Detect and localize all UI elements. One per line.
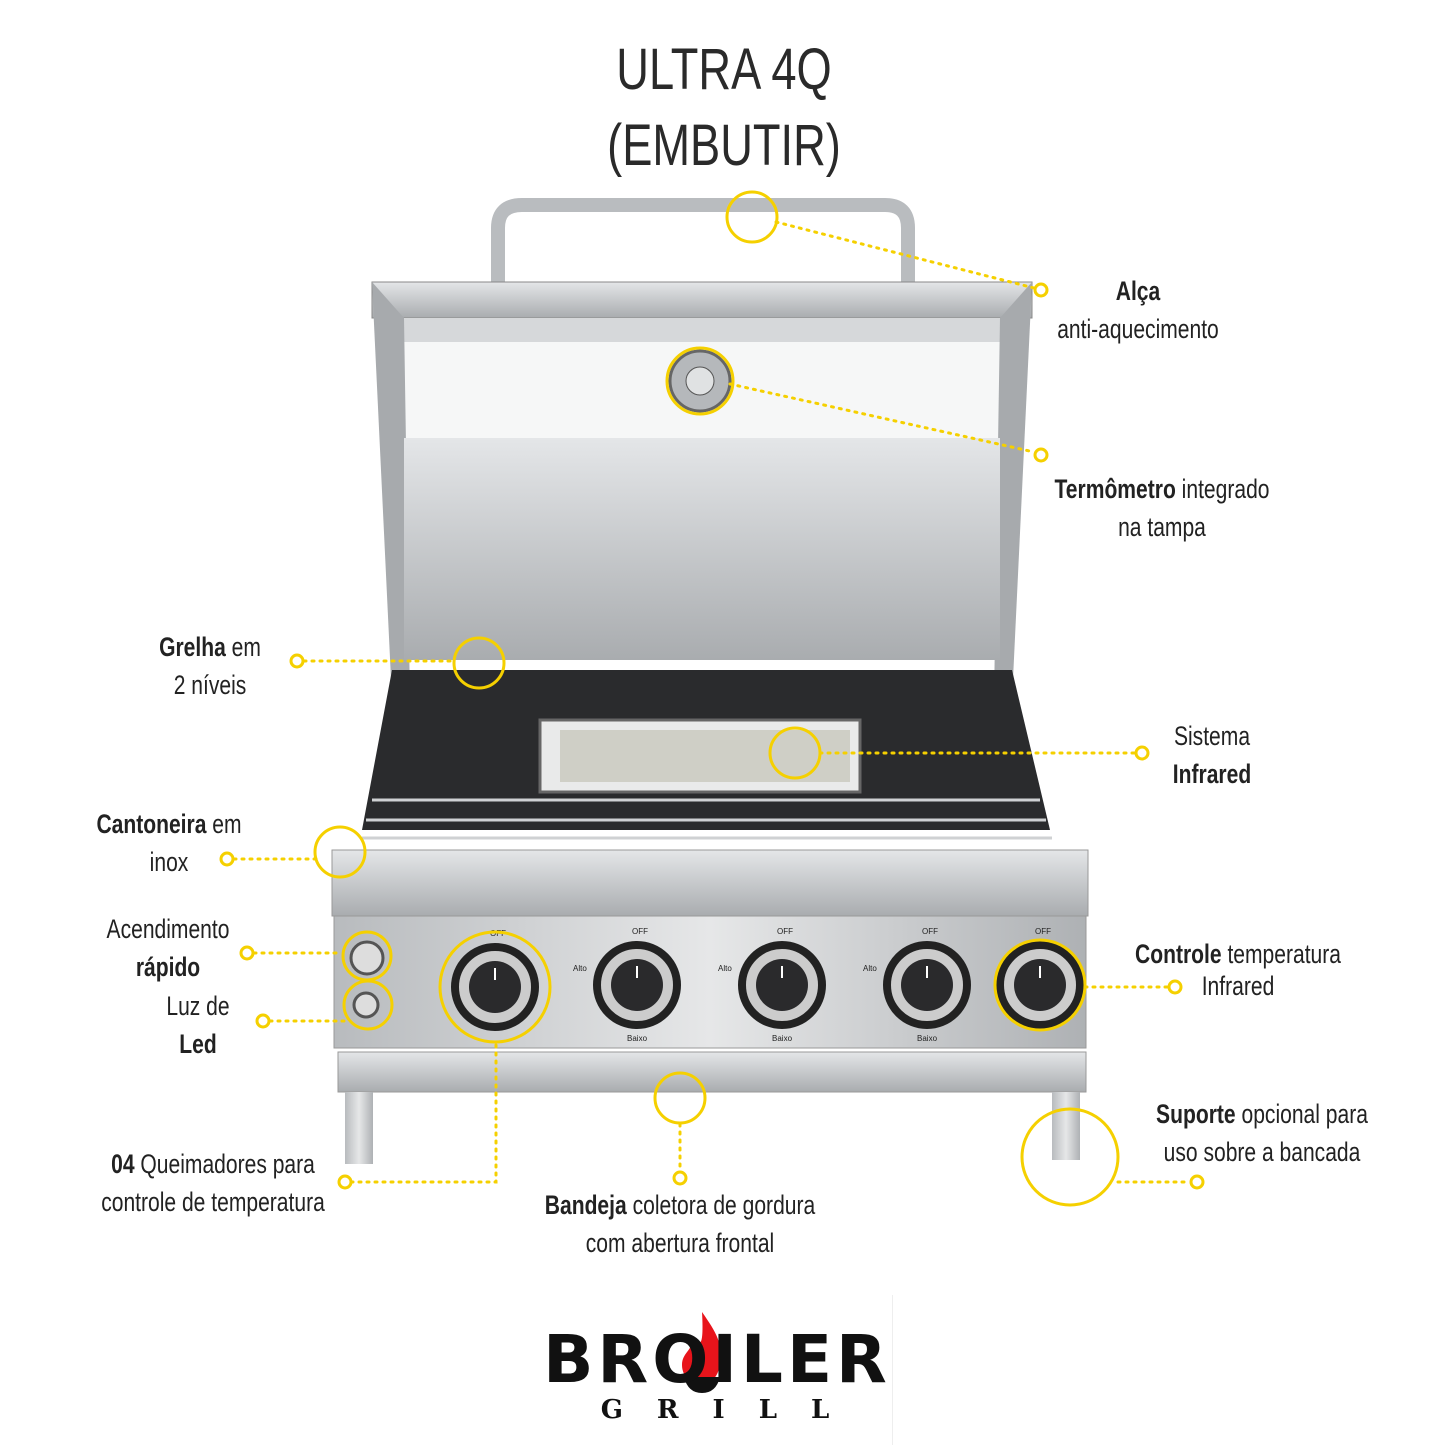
front-rim [331,849,1089,917]
callout-drip-tray: Bandeja coletora de gordura com abertura … [545,1186,815,1262]
flame-icon [682,1312,722,1393]
title-line-1: ULTRA 4Q [616,37,832,102]
label-text: na tampa [1118,512,1206,542]
label-text: anti-aquecimento [1057,314,1219,344]
label-bold: rápido [135,952,201,982]
label-bold: Suporte [1156,1099,1236,1129]
knob-high-label: Alto [718,964,732,973]
label-text: temperatura [1221,939,1341,969]
callout-grate: Grelha em 2 níveis [159,628,261,704]
brand-logo: BROILER GRILL [542,1295,893,1445]
label-text: Acendimento [106,914,230,944]
label-text: opcional para [1235,1099,1368,1129]
label-bold: Infrared [1172,759,1252,789]
label-bold: Controle [1135,939,1222,969]
knob-off-label: OFF [777,927,793,936]
knob-high-label: Alto [863,964,877,973]
callout-burners: 04 Queimadores para controle de temperatu… [101,1145,325,1221]
knob [593,941,681,1029]
drip-tray [337,1051,1087,1093]
knob [996,941,1084,1029]
knob [883,941,971,1029]
lid-panel [404,438,1000,660]
callout-led: Luz de Led [166,987,229,1063]
label-text: integrado [1175,474,1270,504]
label-bold: Termômetro [1054,474,1176,504]
knob [451,943,539,1031]
knob-off-label: OFF [632,927,648,936]
label-bold: 04 [111,1149,135,1179]
leg [345,1092,373,1164]
label-text: controle de temperatura [101,1187,325,1217]
label-text: Luz de [166,991,230,1021]
label-text: inox [149,847,189,877]
label-text: com abertura frontal [585,1228,775,1258]
title-line-2: (EMBUTIR) [607,113,841,178]
knob-low-label: Baixo [917,1034,938,1043]
callout-thermometer: Termômetro integrado na tampa [1055,470,1270,546]
label-bold: Led [179,1029,217,1059]
knob [738,941,826,1029]
label-bold: Alça [1115,276,1161,306]
callout-support: Suporte opcional para uso sobre a bancada [1156,1095,1368,1171]
callout-lines [219,190,1205,1207]
knob-low-label: Baixo [772,1034,793,1043]
label-text: 2 níveis [173,670,247,700]
knob-off-label: OFF [1035,927,1051,936]
knob-high-label: Alto [573,964,587,973]
control-panel [333,915,1087,1049]
lid-top [371,281,1033,319]
label-text: em [225,632,261,662]
label-text: uso sobre a bancada [1163,1137,1361,1167]
label-text: Sistema [1173,721,1251,751]
knob-low-label: Baixo [627,1034,648,1043]
knob-off-label: OFF [922,927,938,936]
callout-handle: Alça anti-aquecimento [1057,272,1219,348]
knobs [451,941,1084,1031]
label-text: Infrared [1201,971,1275,1001]
logo-sub: GRILL [600,1395,864,1425]
handle [491,198,915,285]
label-text: Queimadores para [134,1149,315,1179]
leg [1052,1092,1080,1160]
logo-main: BROILER [543,1321,891,1398]
label-bold: Cantoneira [96,809,207,839]
label-bold: Bandeja [544,1190,627,1220]
label-text: coletora de gordura [626,1190,816,1220]
led-button [352,991,380,1019]
grate [362,798,1052,840]
igniter-button [349,940,385,976]
callout-ignition: Acendimento rápido [107,910,230,986]
label-bold: Grelha [159,632,226,662]
label-text: em [206,809,242,839]
